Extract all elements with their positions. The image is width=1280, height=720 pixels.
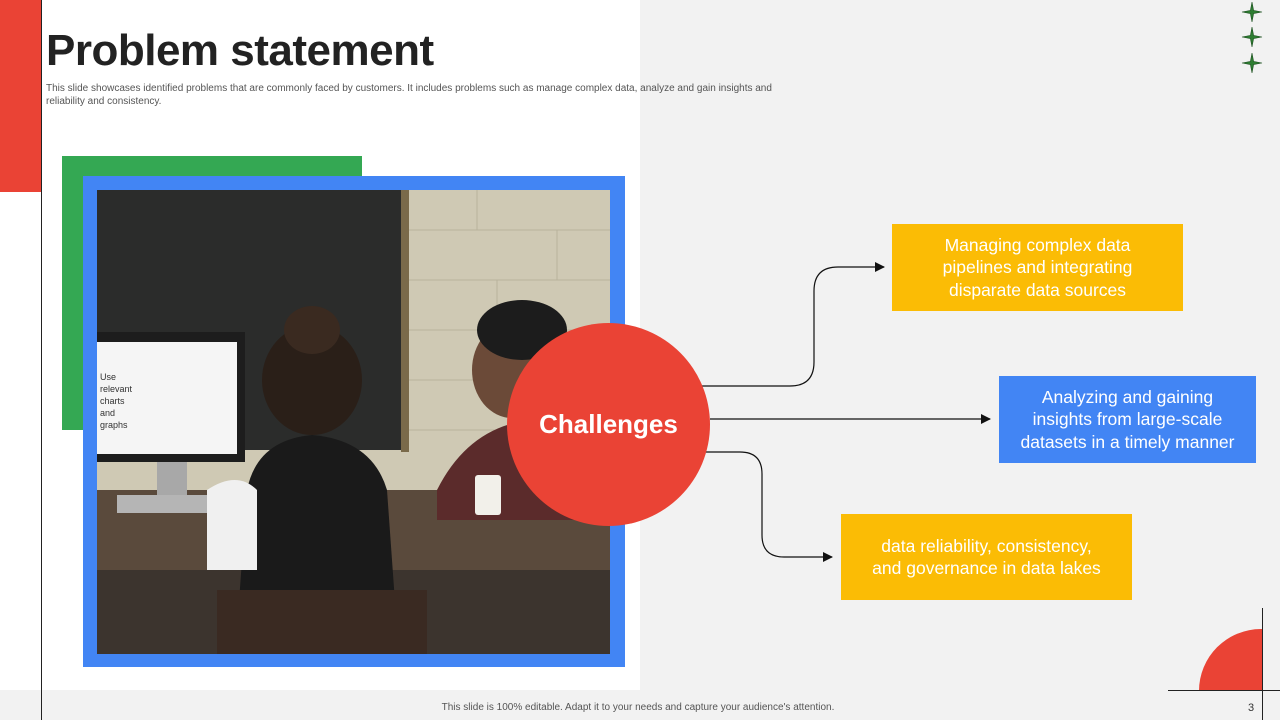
challenge-box-2: Analyzing and gaining insights from larg… [999, 376, 1256, 463]
red-accent-bar [0, 0, 41, 192]
sparkle-star-icon [1241, 52, 1263, 74]
sparkle-stars [1240, 0, 1264, 76]
corner-rule-vertical [1262, 608, 1263, 720]
corner-decoration [1199, 629, 1263, 691]
corner-rule-horizontal [1168, 690, 1280, 691]
challenges-circle: Challenges [507, 323, 710, 526]
challenge-box-1: Managing complex data pipelines and inte… [892, 224, 1183, 311]
corner-red-circle [1199, 629, 1263, 691]
challenge-text-2: Analyzing and gaining insights from larg… [1020, 386, 1235, 452]
svg-text:and: and [100, 408, 115, 418]
svg-text:relevant: relevant [100, 384, 133, 394]
challenges-label: Challenges [539, 409, 678, 439]
challenge-text-3: data reliability, consistency, and gover… [872, 535, 1101, 579]
svg-text:charts: charts [100, 396, 125, 406]
svg-text:Use: Use [100, 372, 116, 382]
left-divider-line [41, 0, 42, 720]
slide-title: Problem statement [46, 26, 434, 75]
challenge-text-1: Managing complex data pipelines and inte… [942, 234, 1133, 300]
svg-text:graphs: graphs [100, 420, 128, 430]
slide-subtitle: This slide showcases identified problems… [46, 83, 772, 107]
footer-note: This slide is 100% editable. Adapt it to… [441, 702, 835, 713]
page-number: 3 [1248, 702, 1255, 714]
sparkle-star-icon [1241, 26, 1263, 48]
challenge-box-3: data reliability, consistency, and gover… [841, 514, 1132, 600]
arrow-to-box-1 [700, 262, 885, 387]
sparkle-star-icon [1241, 1, 1263, 23]
arrow-to-box-3 [706, 451, 833, 562]
